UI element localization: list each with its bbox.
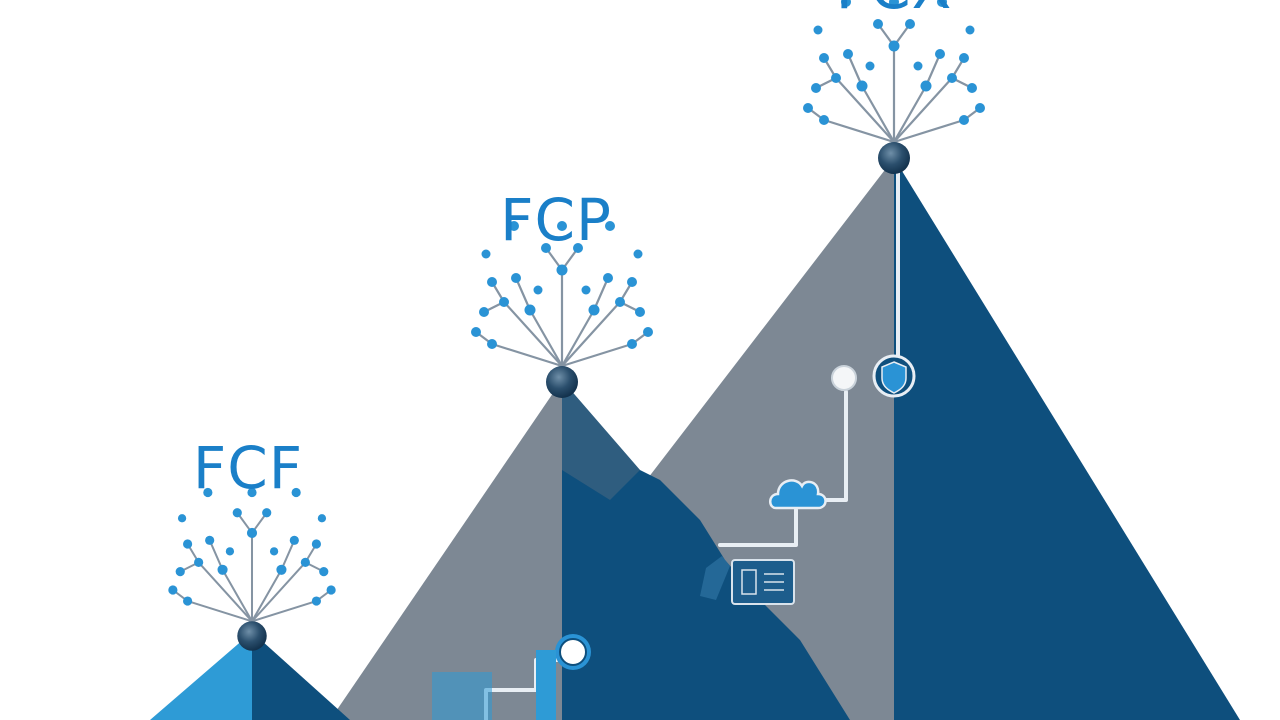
circle-node-icon: [831, 365, 857, 391]
mountain-small: [150, 632, 350, 720]
cloud-icon: [769, 479, 827, 510]
shield-icon: [872, 354, 916, 398]
mountain-medium: [330, 380, 850, 720]
label-fcx: FCX: [836, 0, 953, 22]
circle-node-icon: [432, 634, 591, 720]
label-fcp: FCP: [500, 186, 612, 254]
label-fcf: FCF: [193, 434, 303, 502]
server-icon: [700, 556, 795, 605]
